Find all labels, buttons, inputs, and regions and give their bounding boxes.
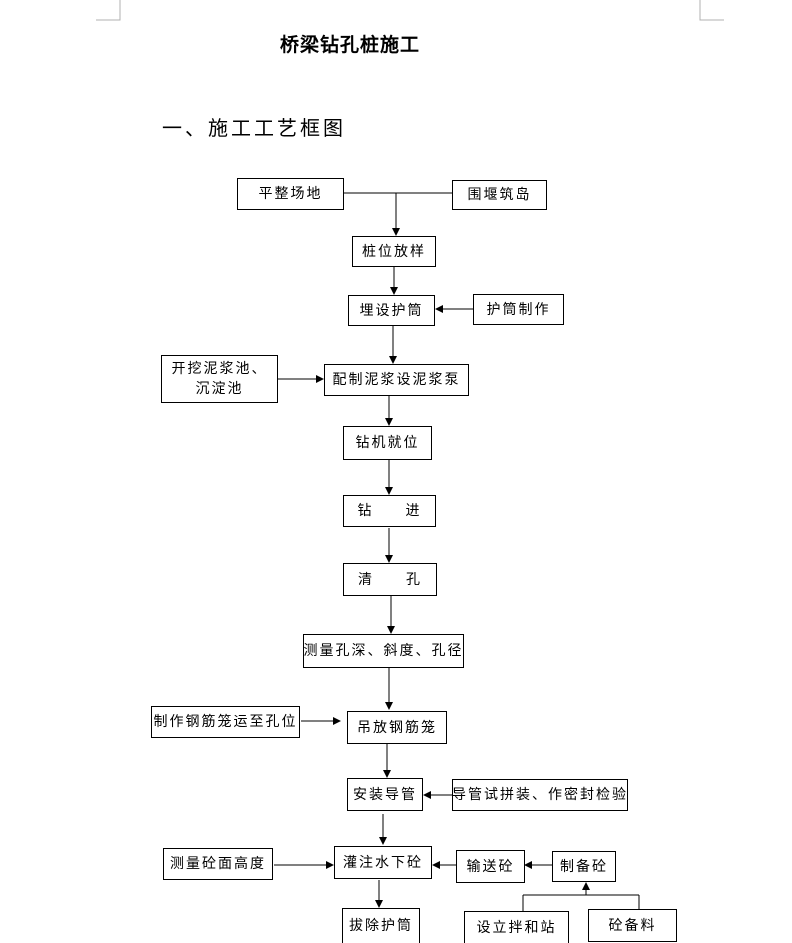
node-dig-pits: 开挖泥浆池、 沉淀池 [161,355,278,403]
node-pour-concrete: 灌注水下砼 [334,846,432,879]
node-lift-cage: 吊放钢筋笼 [347,711,447,744]
node-tremie-test: 导管试拼装、作密封检验 [452,779,628,811]
node-mixing-station: 设立拌和站 [464,911,569,943]
corner-mark-left [96,0,121,21]
node-concrete-materials: 砼备料 [588,909,677,942]
node-convey-concrete: 输送砼 [456,850,525,883]
node-drilling: 钻 进 [343,495,436,527]
corner-mark-right [699,0,724,21]
node-level-site: 平整场地 [237,178,344,210]
node-mud-pump: 配制泥浆设泥浆泵 [324,364,469,396]
node-pull-casing: 拔除护筒 [342,908,420,943]
node-clean-hole: 清 孔 [343,563,437,596]
node-pile-layout: 桩位放样 [352,236,436,267]
document-title: 桥梁钻孔桩施工 [279,34,420,56]
node-make-cage: 制作钢筋笼运至孔位 [151,706,300,738]
node-bury-casing: 埋设护筒 [348,295,435,326]
section-heading: 一、施工工艺框图 [162,116,346,140]
node-install-tremie: 安装导管 [347,778,423,811]
node-cofferdam-island: 围堰筑岛 [452,180,547,210]
node-make-casing: 护筒制作 [473,294,564,325]
node-measure-hole: 测量孔深、斜度、孔径 [303,634,464,668]
node-prepare-concrete: 制备砼 [552,851,616,882]
node-measure-concrete: 测量砼面高度 [163,848,273,880]
node-drill-position: 钻机就位 [343,426,432,460]
